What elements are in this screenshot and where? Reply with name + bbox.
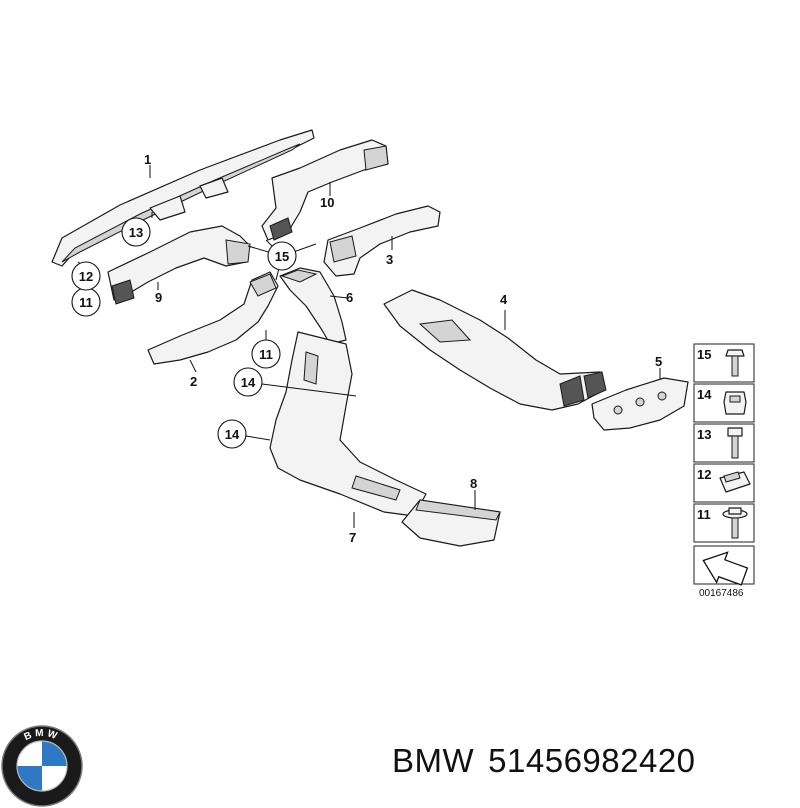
screw-icon [727, 427, 743, 459]
callout-11: 11 [259, 347, 273, 362]
legend-label-15: 15 [697, 347, 711, 362]
svg-text:BMW: BMW [23, 728, 62, 743]
part-7-air-duct [269, 331, 427, 517]
clip-nut-icon [719, 471, 751, 493]
callout-4: 4 [500, 292, 508, 307]
part-number: 51456982420 [488, 742, 696, 779]
callout-5: 5 [655, 354, 662, 369]
callout-15: 15 [275, 249, 289, 264]
part-9-air-duct [107, 225, 251, 305]
callout-10: 10 [320, 195, 334, 210]
screw-washer-icon [722, 507, 748, 539]
nut-icon [723, 391, 747, 415]
callout-12: 12 [79, 269, 93, 284]
callout-8: 8 [470, 476, 477, 491]
callout-1: 1 [144, 152, 151, 167]
brand-name: BMW [392, 742, 475, 779]
parts-diagram: 1 2 3 4 5 6 7 8 9 10 11 11 12 13 14 14 1… [51, 129, 755, 599]
bmw-logo: BMW [1, 725, 83, 807]
callout-9: 9 [155, 290, 162, 305]
part-4-air-duct [383, 289, 607, 411]
callout-14: 14 [225, 427, 240, 442]
callout-13: 13 [129, 225, 143, 240]
part-8-air-duct [401, 499, 501, 547]
part-2-air-duct [147, 271, 279, 365]
part-5-bracket [591, 377, 689, 431]
screw-flange-icon [725, 349, 745, 377]
part-title: BMW 51456982420 [392, 742, 710, 780]
callout-11: 11 [79, 295, 93, 310]
legend-label-12: 12 [697, 467, 711, 482]
callout-14: 14 [241, 375, 256, 390]
part-3-air-duct [323, 205, 441, 277]
part-6-air-duct [279, 267, 347, 345]
legend-label-13: 13 [697, 427, 711, 442]
callout-2: 2 [190, 374, 197, 389]
part-10-air-duct [261, 139, 389, 241]
fastener-legend: 15 14 13 12 11 00167486 [693, 343, 755, 599]
doc-number: 00167486 [699, 588, 744, 599]
callout-3: 3 [386, 252, 393, 267]
arrow-icon [702, 551, 749, 586]
callout-7: 7 [349, 530, 356, 545]
legend-label-14: 14 [697, 387, 712, 402]
part-1-defroster-vent [51, 129, 315, 267]
legend-label-11: 11 [697, 507, 711, 522]
callout-6: 6 [346, 290, 353, 305]
